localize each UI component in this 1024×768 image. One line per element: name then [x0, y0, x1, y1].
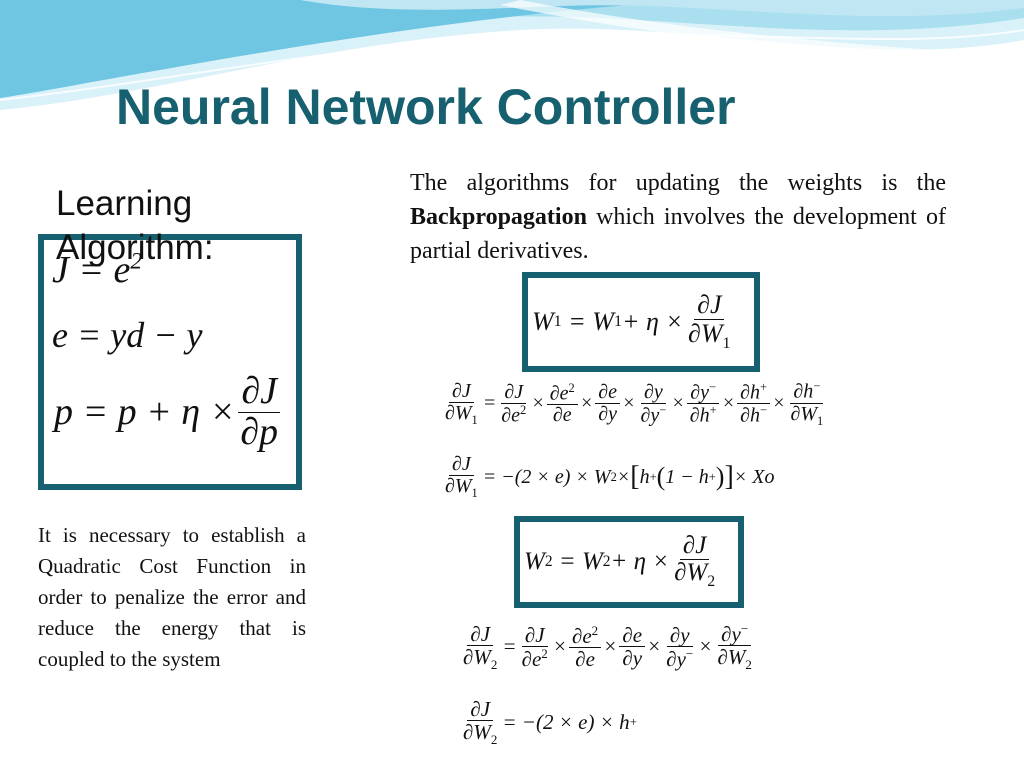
slide-title: Neural Network Controller — [116, 79, 736, 135]
intro-text-start: The algorithms for updating the weights … — [410, 170, 946, 196]
cost-function-box — [38, 234, 302, 490]
header-wave-decoration — [0, 0, 1024, 110]
equation-w2-result: ∂J∂W2= −(2 × e) × h+ — [463, 697, 637, 748]
equation-cost-function: J = e2 — [52, 248, 143, 291]
intro-paragraph: The algorithms for updating the weights … — [410, 166, 946, 268]
intro-text-end: which involves the development of partia… — [410, 204, 946, 264]
equation-error: e = yd − y — [52, 315, 203, 355]
side-note-paragraph: It is necessary to establish a Quadratic… — [38, 523, 306, 671]
intro-text-bold: Backpropagation — [410, 204, 587, 230]
equation-w2-chain-rule: ∂J∂W2= ∂J∂e2× ∂e2∂e× ∂e∂y× ∂y∂y−× ∂y−∂W2 — [463, 621, 752, 673]
equation-w1-chain-rule: ∂J∂W1= ∂J∂e2× ∂e2∂e× ∂e∂y× ∂y∂y−× ∂y−∂h+… — [445, 379, 824, 428]
w2-update-box — [514, 516, 744, 608]
equation-parameter-update: p = p + η × ∂J∂p — [54, 370, 280, 453]
learning-algorithm-label: Learning Algorithm: — [56, 184, 214, 267]
w1-update-box — [522, 272, 760, 372]
